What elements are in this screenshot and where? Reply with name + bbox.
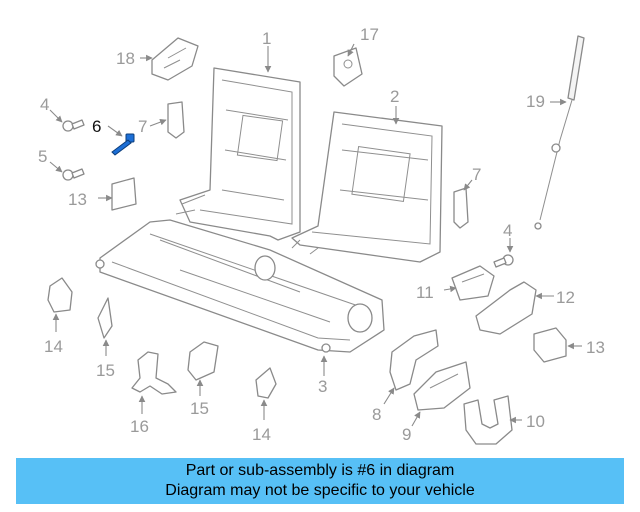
callout-13-right: 13 bbox=[586, 338, 605, 357]
part-18-hinge bbox=[151, 37, 199, 81]
part-6-bolt-highlighted[interactable] bbox=[111, 133, 135, 156]
callout-13-left: 13 bbox=[68, 190, 87, 209]
callout-labels: 1 2 3 4 4 5 6 7 7 8 9 10 11 12 13 13 14 … bbox=[38, 25, 605, 444]
part-13-cover-right bbox=[533, 327, 567, 363]
part-9-cover bbox=[413, 361, 471, 411]
callout-15-middle: 15 bbox=[190, 399, 209, 418]
leader-lines bbox=[49, 43, 582, 427]
part-17-bracket bbox=[333, 47, 363, 87]
callout-12: 12 bbox=[556, 288, 575, 307]
callout-6[interactable]: 6 bbox=[92, 117, 101, 136]
callout-9: 9 bbox=[402, 425, 411, 444]
part-2-right-seatback-frame bbox=[291, 111, 443, 263]
callout-18: 18 bbox=[116, 49, 135, 68]
callout-15-left: 15 bbox=[96, 361, 115, 380]
part-15-clip-middle bbox=[187, 341, 219, 381]
part-7-trim-cover-left bbox=[167, 101, 185, 139]
part-19-release-cable bbox=[534, 35, 585, 230]
part-13-cover-left bbox=[111, 177, 137, 211]
part-10-u-cover bbox=[463, 395, 513, 445]
part-7-trim-cover-right bbox=[453, 187, 469, 229]
exploded-parts-diagram: 1 2 3 4 4 5 6 7 7 8 9 10 11 12 13 13 14 … bbox=[38, 25, 605, 445]
callout-17: 17 bbox=[360, 25, 379, 44]
callout-14-left: 14 bbox=[44, 337, 63, 356]
part-1-left-seatback-frame bbox=[175, 67, 301, 241]
callout-14-bottom: 14 bbox=[252, 425, 271, 444]
callout-8: 8 bbox=[372, 405, 381, 424]
callout-5: 5 bbox=[38, 147, 47, 166]
callout-16: 16 bbox=[130, 417, 149, 436]
part-8-bracket bbox=[389, 329, 439, 391]
part-5-bolt bbox=[62, 168, 85, 181]
part-14-trim-bottom bbox=[255, 367, 277, 399]
callout-7-right: 7 bbox=[472, 165, 481, 184]
callout-1: 1 bbox=[262, 29, 271, 48]
part-15-clip-left bbox=[97, 297, 113, 339]
part-11-latch bbox=[451, 265, 495, 301]
banner-line-part: Part or sub-assembly is #6 in diagram bbox=[185, 462, 455, 479]
callout-4-lower: 4 bbox=[503, 221, 512, 240]
callout-3: 3 bbox=[318, 377, 327, 396]
callout-11: 11 bbox=[416, 283, 434, 302]
callout-2: 2 bbox=[390, 87, 399, 106]
part-16-strap bbox=[131, 351, 177, 395]
part-3-seat-cushion-frame bbox=[95, 219, 385, 353]
part-4-bolt-upper bbox=[62, 119, 85, 132]
callout-10: 10 bbox=[526, 412, 545, 431]
part-14-trim-left bbox=[47, 277, 73, 313]
callout-7-left: 7 bbox=[138, 117, 147, 136]
part-12-side-cover bbox=[475, 281, 537, 335]
part-info-banner: Part or sub-assembly is #6 in diagram Di… bbox=[16, 458, 624, 504]
callout-19: 19 bbox=[526, 92, 545, 111]
part-4-bolt-lower bbox=[493, 254, 514, 268]
callout-4-upper: 4 bbox=[40, 95, 49, 114]
banner-line-disclaimer: Diagram may not be specific to your vehi… bbox=[165, 482, 475, 499]
